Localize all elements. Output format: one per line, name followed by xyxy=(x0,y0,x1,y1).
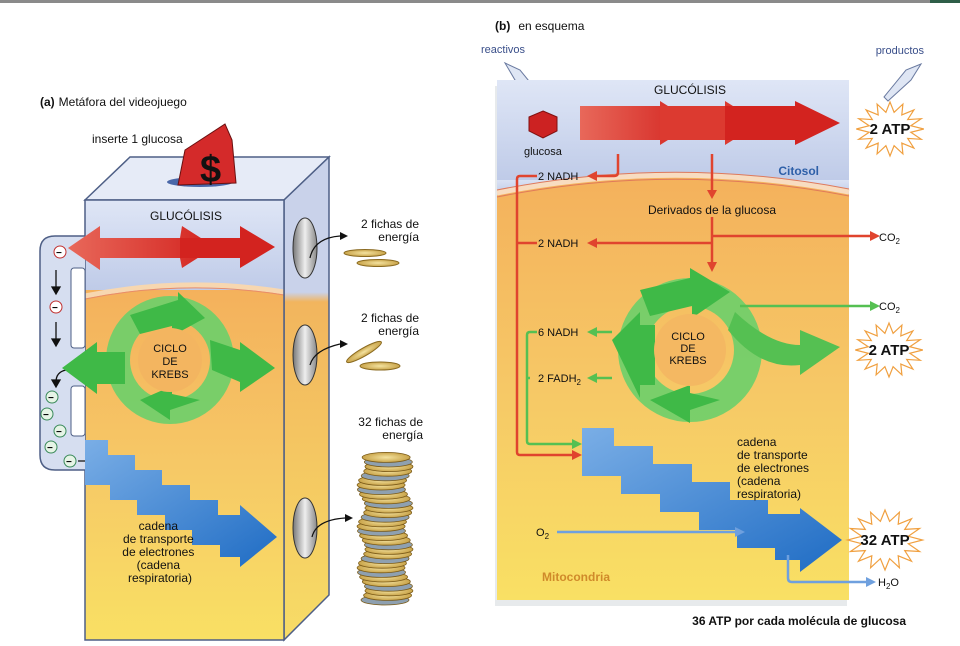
glycolysis-arrow-a xyxy=(68,226,215,270)
panel-b-title: (b)en esquema xyxy=(495,19,585,33)
svg-text:−: − xyxy=(56,427,62,438)
energy-coins-2b xyxy=(346,340,401,371)
svg-text:−: − xyxy=(56,248,62,259)
electron-tube: − − − − − − − xyxy=(39,235,104,471)
pointing-hand-products-icon xyxy=(883,62,923,102)
insert-glucose-label: inserte 1 glucosa xyxy=(92,132,183,146)
glucose-label: glucosa xyxy=(524,146,563,158)
atp-burst-etc xyxy=(845,508,925,572)
glycolysis-arrow-b-3 xyxy=(725,101,840,145)
glucose-molecule-icon xyxy=(528,110,558,139)
krebs-flow-lines-green xyxy=(525,304,870,446)
blue-arrowheads xyxy=(735,527,876,587)
etc-label-b: cadena de transporte de electrones (cade… xyxy=(737,435,812,501)
fadh2-krebs-label: 2 FADH2 xyxy=(538,373,582,387)
energy-coin-stack-32 xyxy=(356,451,414,606)
top-border xyxy=(0,0,960,3)
energy-coins-2a xyxy=(343,249,400,267)
starburst-shape xyxy=(855,321,923,379)
svg-text:−: − xyxy=(47,443,53,454)
dollar-icon: $ xyxy=(200,149,221,191)
krebs-label-a-line2: DE xyxy=(162,356,177,368)
glucose-token: $ xyxy=(177,123,237,191)
coin-exit-arrows xyxy=(309,235,346,538)
nadh-glycolysis-label: 2 NADH xyxy=(538,171,578,183)
krebs-cycle-a: CICLO DE KREBS xyxy=(62,292,275,424)
atp-krebs-value: 2 ATP xyxy=(869,342,910,359)
panel-a-title: (a)Metáfora del videojuego xyxy=(40,95,187,109)
mitochondria-label: Mitocondria xyxy=(542,570,610,584)
krebs-label-b-line3: KREBS xyxy=(669,355,706,367)
starburst-shape xyxy=(856,100,924,158)
reactants-label: reactivos xyxy=(481,44,526,56)
red-arrowheads xyxy=(572,171,880,460)
electron-red-1: − xyxy=(53,245,67,259)
coin-return-slot-3[interactable] xyxy=(292,497,318,559)
nadh-flow-lines-red xyxy=(515,154,870,457)
h2o-output-label: H2O xyxy=(878,577,899,591)
starburst-shape xyxy=(845,508,925,572)
coin-return-slot-2[interactable] xyxy=(292,324,318,386)
svg-text:−: − xyxy=(43,410,49,421)
mitochondria-region xyxy=(497,177,849,600)
products-label: productos xyxy=(876,45,925,57)
etc-stairs-arrow-a xyxy=(85,440,277,567)
svg-text:−: − xyxy=(66,457,72,468)
atp-burst-glycolysis xyxy=(856,100,924,158)
glycolysis-label-a: GLUCÓLISIS xyxy=(150,208,222,223)
electron-red-2: − xyxy=(49,300,63,314)
cytosol-label: Citosol xyxy=(778,164,819,178)
atp-glycolysis-value: 2 ATP xyxy=(870,121,911,138)
o2-input-label: O2 xyxy=(536,527,550,541)
coin-exit-arrowheads xyxy=(340,232,353,522)
krebs-cycle-b: CICLO DE KREBS xyxy=(612,268,840,423)
svg-text:−: − xyxy=(48,393,54,404)
electron-green-5: − xyxy=(63,454,77,468)
glucose-derivatives-label: Derivados de la glucosa xyxy=(648,203,776,217)
co2-output-2: CO2 xyxy=(879,301,901,315)
nadh-krebs-label: 6 NADH xyxy=(538,327,578,339)
electron-green-3: − xyxy=(53,424,67,438)
top-border-accent xyxy=(930,0,960,3)
etc-stairs-arrow-b xyxy=(582,428,842,572)
electron-green-4: − xyxy=(44,440,58,454)
glycolysis-arrow-a-head xyxy=(180,226,275,268)
krebs-label-b-line1: CICLO xyxy=(671,331,705,343)
electron-green-2: − xyxy=(40,407,54,421)
electron-green-1: − xyxy=(45,390,59,404)
atp-burst-krebs xyxy=(855,321,923,379)
coin-return-slot-1[interactable] xyxy=(292,217,318,279)
glycolysis-label-b: GLUCÓLISIS xyxy=(654,82,726,97)
atp-etc-value: 32 ATP xyxy=(860,532,909,549)
etc-label-a: cadena de transporte de electrones (cade… xyxy=(122,519,197,585)
nadh-derivatives-label: 2 NADH xyxy=(538,238,578,250)
oxygen-water-lines xyxy=(557,530,866,584)
krebs-label-b-line2: DE xyxy=(680,343,695,355)
svg-text:−: − xyxy=(52,303,58,314)
green-arrowheads xyxy=(572,301,880,449)
krebs-label-a-line1: CICLO xyxy=(153,343,187,355)
co2-output-1: CO2 xyxy=(879,232,901,246)
total-atp-caption: 36 ATP por cada molécula de glucosa xyxy=(692,614,906,628)
energy-coin xyxy=(361,451,411,463)
krebs-label-a-line3: KREBS xyxy=(151,369,188,381)
